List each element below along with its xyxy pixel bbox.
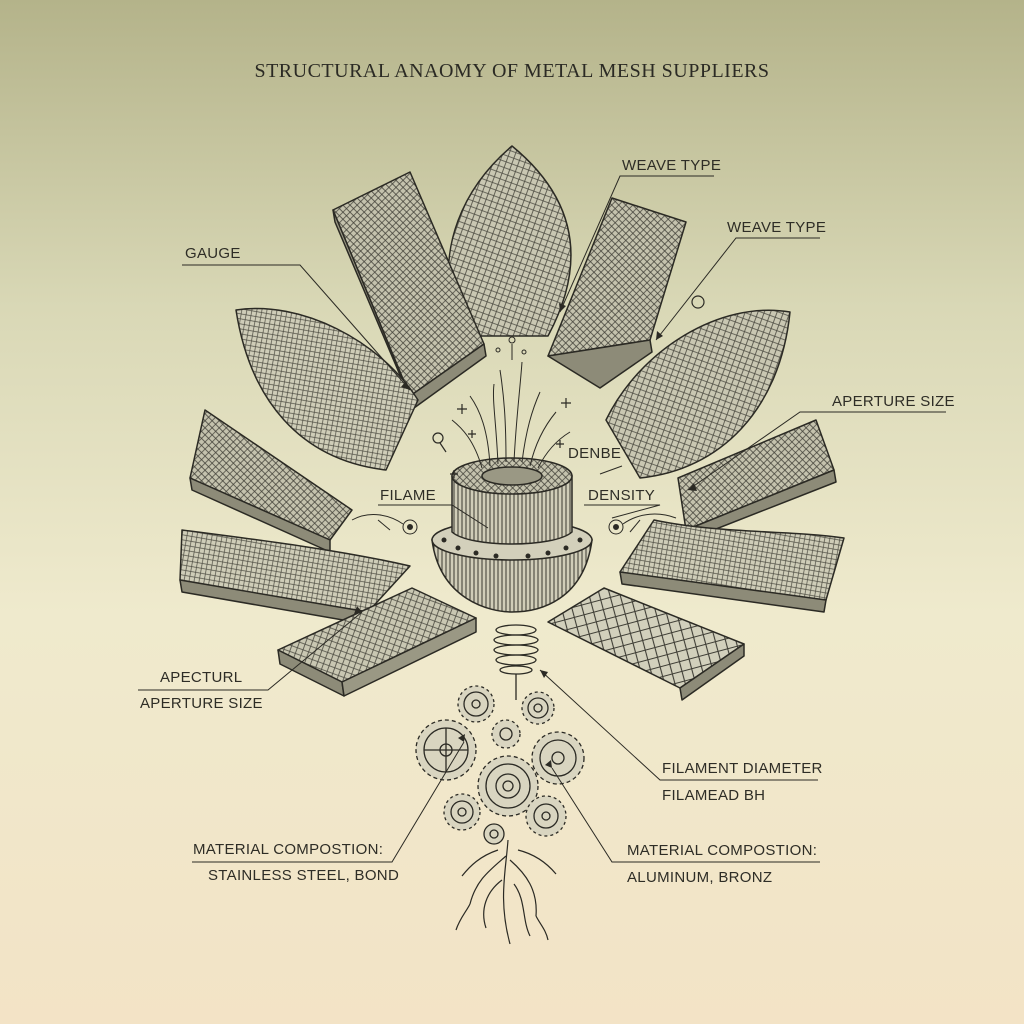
label-filament-diameter: FILAMENT DIAMETER xyxy=(662,760,823,777)
label-material-right-value: ALUMINUM, BRONZ xyxy=(627,869,773,886)
mesh-panel-upper-left xyxy=(332,171,487,409)
label-material-left-value: STAINLESS STEEL, BOND xyxy=(208,867,400,884)
label-weave-type-2: WEAVE TYPE xyxy=(727,219,827,236)
gear-icon xyxy=(477,755,539,817)
label-weave-type-1: WEAVE TYPE xyxy=(622,157,722,174)
gear-icon xyxy=(415,719,477,781)
label-denbe: DENBE xyxy=(568,445,622,462)
label-aperture-size-left: APERTURE SIZE xyxy=(140,695,263,712)
label-material-left: MATERIAL COMPOSTION: xyxy=(193,841,384,858)
mesh-panel-left-leaf xyxy=(235,307,419,471)
mesh-panel-mid-left xyxy=(189,409,353,553)
label-filame: FILAME xyxy=(380,487,436,504)
gear-icon xyxy=(483,823,505,845)
side-connectors xyxy=(351,513,677,535)
spring-coil xyxy=(493,624,539,700)
label-aperture-size-right: APERTURE SIZE xyxy=(832,393,955,410)
gear-icon xyxy=(521,691,555,725)
leader-lines xyxy=(138,175,946,863)
mesh-panel-top-center xyxy=(447,145,572,337)
label-density: DENSITY xyxy=(588,487,656,504)
gear-icon xyxy=(525,795,567,837)
gear-cluster xyxy=(415,685,585,845)
filament-strands xyxy=(451,336,571,469)
mesh-panel-right-leaf xyxy=(605,309,791,479)
label-material-right: MATERIAL COMPOSTION: xyxy=(627,842,818,859)
gear-icon xyxy=(457,685,495,723)
mesh-panel-upper-right xyxy=(547,197,687,389)
sparkle-marks xyxy=(432,295,705,478)
label-filamead: FILAMEAD BH xyxy=(662,787,766,804)
page-title: STRUCTURAL ANAOMY OF METAL MESH SUPPLIER… xyxy=(254,60,770,82)
gear-icon xyxy=(443,793,481,831)
mesh-panel-lower-right xyxy=(619,519,845,613)
mesh-panel-bottom-left xyxy=(277,587,477,697)
roots xyxy=(455,839,557,945)
central-hub xyxy=(431,457,593,613)
mesh-panel-bottom-right xyxy=(547,587,745,701)
gear-icon xyxy=(491,719,521,749)
label-gauge: GAUGE xyxy=(185,245,241,262)
label-apectur: APECTURL xyxy=(160,669,243,686)
gear-icon xyxy=(531,731,585,785)
